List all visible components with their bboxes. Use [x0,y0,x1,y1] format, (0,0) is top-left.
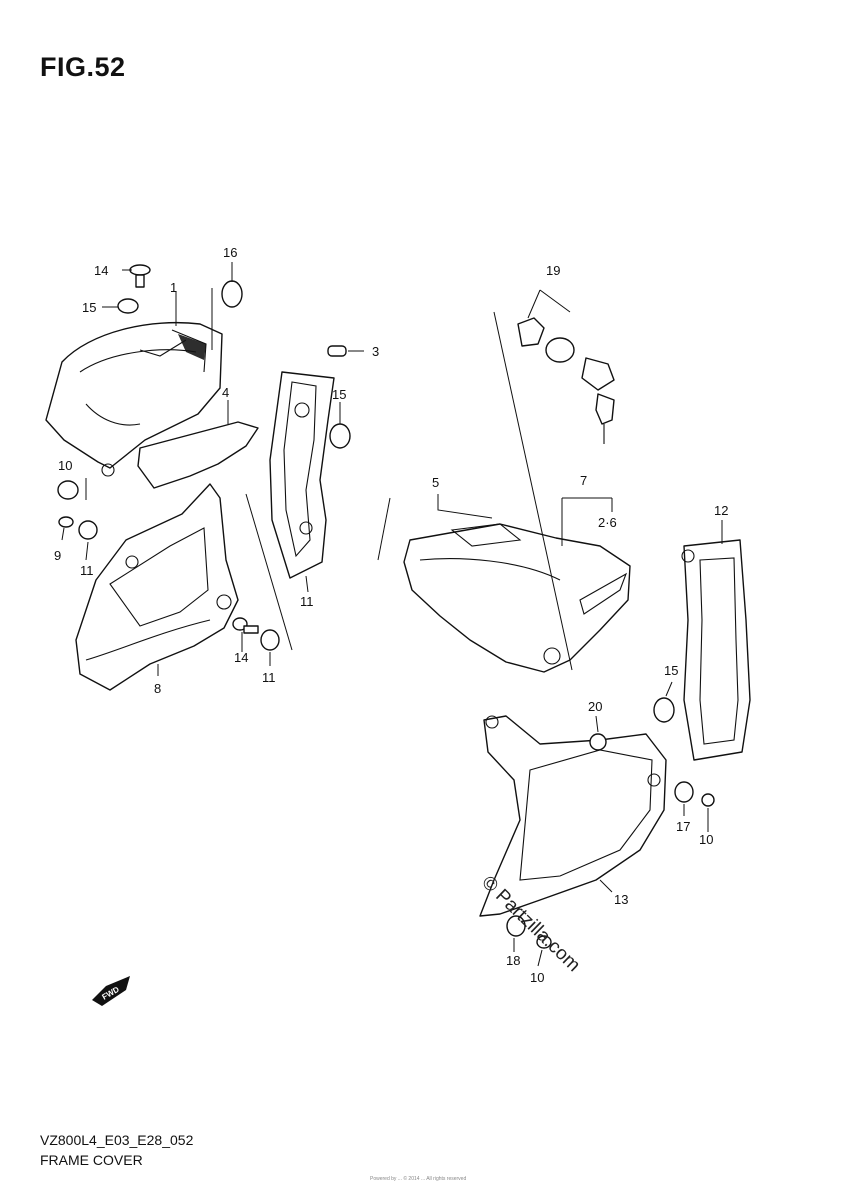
callout-14b: 14 [234,650,248,665]
callout-19: 19 [546,263,560,278]
hardware-11-grommet-b [78,520,98,540]
callout-15a: 15 [82,300,96,315]
hardware-10-screw-a [58,516,74,528]
callout-5: 7 [580,473,587,488]
part-12-bracket [269,371,335,579]
callout-10c: 10 [530,970,544,985]
callout-11a: 10 [58,458,72,473]
callout-20: 20 [588,699,602,714]
hardware-18-grommet [506,915,526,937]
callout-10b: 10 [699,832,713,847]
figure-title: FIG.52 [40,52,126,82]
part-4-plate [137,421,259,489]
hardware-20-grommet [589,733,607,751]
callout-14a: 14 [94,263,108,278]
hardware-15-grommet-c [653,697,675,723]
fine-print: Powered by ... © 2014 ... All rights res… [370,1176,467,1182]
hardware-11-grommet-c [260,629,280,651]
callout-2-6: 2·6 [598,515,617,530]
part-13-strip [681,539,751,761]
callout-7: 5 [432,475,439,490]
callout-4: 4 [222,385,229,400]
callout-18: 18 [506,953,520,968]
callout-15c: 15 [664,663,678,678]
leader-lines [61,262,723,967]
callout-3: 3 [372,344,379,359]
callout-16: 16 [223,245,237,260]
callout-15b: 15 [332,387,346,402]
hardware-16-grommet [221,280,243,308]
fwd-arrow-icon: FWD [92,976,130,1006]
hardware-15-grommet-b [329,423,351,449]
diagram-code: VZ800L4_E03_E28_052 [40,1132,194,1148]
callout-13: 12 [714,503,728,518]
hardware-11-grommet-a [57,480,79,500]
part-9-cover-lower-right [479,715,667,917]
part-1-frame-cover-upper [45,321,223,477]
hardware-15-grommet-a [117,298,139,314]
hardware-3-collar [327,345,347,357]
hardware-10-screw-c [536,935,552,949]
callout-12: 11 [300,594,314,609]
hardware-17-grommet [674,781,694,803]
hardware-10-screw-b [701,793,715,807]
callout-11b: 11 [80,563,94,578]
diagram-caption: FRAME COVER [40,1152,143,1168]
callout-9: 13 [614,892,628,907]
part-7-side-cover [403,523,631,673]
callout-8: 8 [154,681,161,696]
hardware-14-bolt [129,264,151,288]
part-19-lock-set [517,317,615,444]
callout-17: 17 [676,819,690,834]
hardware-14-bolt-b [232,617,259,634]
callout-11c: 11 [262,670,276,685]
part-8-frame-cover-lower [75,483,239,691]
callout-10a: 9 [54,548,61,563]
callout-1: 1 [170,280,177,295]
